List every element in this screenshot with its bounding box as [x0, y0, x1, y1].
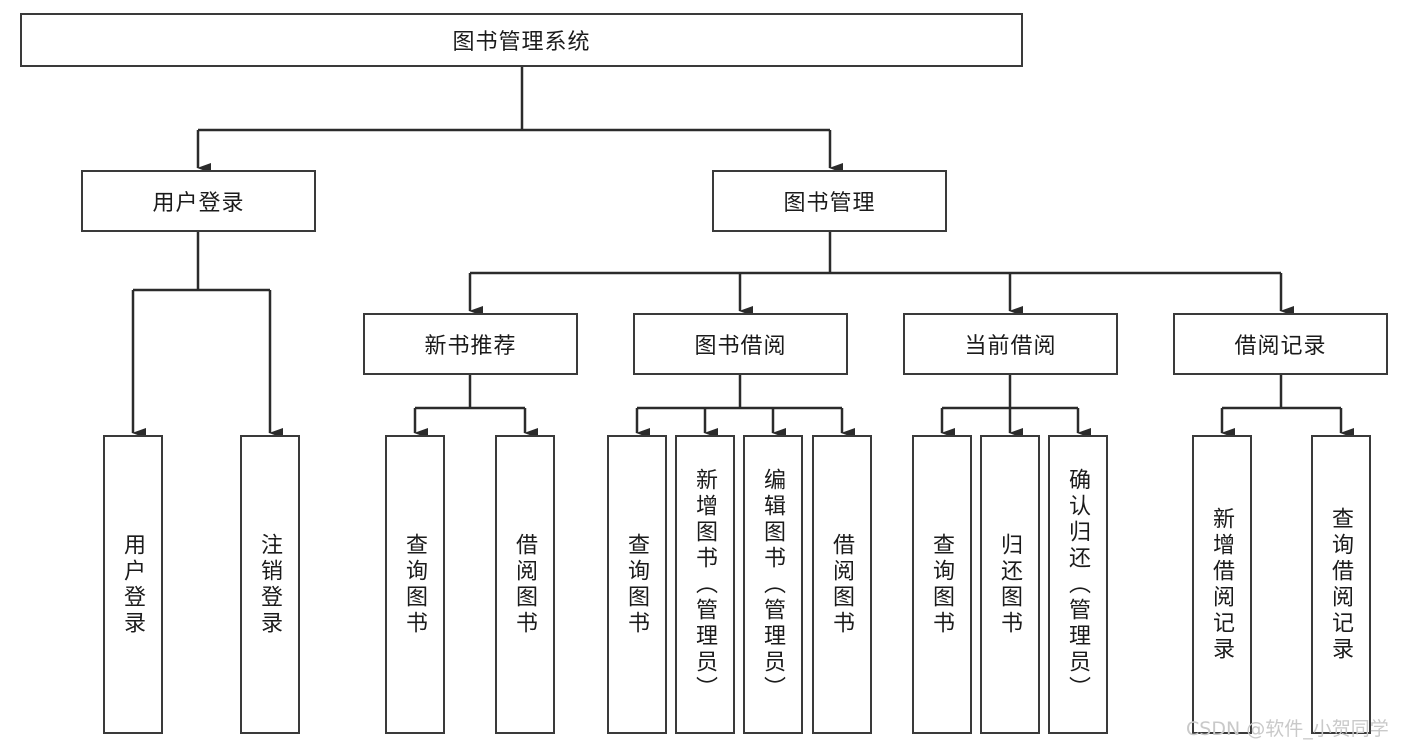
leaf-return-book[interactable]: 归还图书	[980, 435, 1040, 734]
node-label: 归还图书	[998, 532, 1023, 637]
node-label: 图书借阅	[694, 333, 787, 358]
node-label: 借阅图书	[513, 532, 538, 637]
node-label: 图书管理	[783, 190, 876, 215]
leaf-query-borrow-record[interactable]: 查询借阅记录	[1311, 435, 1371, 734]
leaf-add-borrow-record[interactable]: 新增借阅记录	[1192, 435, 1252, 734]
node-label: 新增借阅记录	[1210, 506, 1235, 663]
node-label: 图书管理系统	[452, 29, 591, 54]
leaf-logout[interactable]: 注销登录	[240, 435, 300, 734]
leaf-edit-book-admin[interactable]: 编辑图书（管理员）	[743, 435, 803, 734]
leaf-confirm-return-admin[interactable]: 确认归还（管理员）	[1048, 435, 1108, 734]
node-label: 新书推荐	[424, 333, 517, 358]
node-label: 借阅图书	[830, 532, 855, 637]
node-label: 查询图书	[930, 532, 955, 637]
node-label: 查询借阅记录	[1329, 506, 1354, 663]
leaf-borrow-book[interactable]: 借阅图书	[812, 435, 872, 734]
watermark: CSDN @软件_小贺同学	[1186, 718, 1389, 740]
node-user-login[interactable]: 用户登录	[81, 170, 316, 232]
leaf-add-book-admin[interactable]: 新增图书（管理员）	[675, 435, 735, 734]
leaf-query-book-borrow[interactable]: 查询图书	[607, 435, 667, 734]
leaf-query-book-current[interactable]: 查询图书	[912, 435, 972, 734]
node-label: 借阅记录	[1234, 333, 1327, 358]
leaf-user-login[interactable]: 用户登录	[103, 435, 163, 734]
node-label: 编辑图书（管理员）	[761, 467, 786, 702]
node-label: 用户登录	[152, 190, 245, 215]
node-book-management[interactable]: 图书管理	[712, 170, 947, 232]
node-label: 查询图书	[625, 532, 650, 637]
node-label: 注销登录	[258, 532, 283, 637]
node-label: 查询图书	[403, 532, 428, 637]
node-current-borrowing[interactable]: 当前借阅	[903, 313, 1118, 375]
leaf-query-book-new[interactable]: 查询图书	[385, 435, 445, 734]
node-label: 确认归还（管理员）	[1066, 467, 1091, 702]
node-root-book-management-system[interactable]: 图书管理系统	[20, 13, 1023, 67]
leaf-borrow-book-new[interactable]: 借阅图书	[495, 435, 555, 734]
node-book-borrowing[interactable]: 图书借阅	[633, 313, 848, 375]
node-label: 当前借阅	[964, 333, 1057, 358]
node-label: 新增图书（管理员）	[693, 467, 718, 702]
node-new-book-recommendation[interactable]: 新书推荐	[363, 313, 578, 375]
node-label: 用户登录	[121, 532, 146, 637]
node-borrowing-records[interactable]: 借阅记录	[1173, 313, 1388, 375]
